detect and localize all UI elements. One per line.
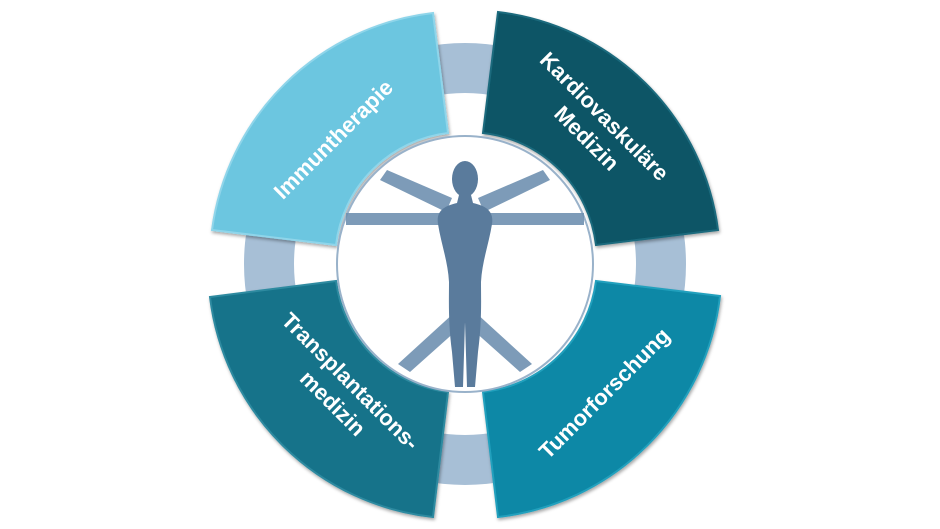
spread-leg-right (464, 312, 532, 372)
segment-transplantation: Transplantations- medizin (208, 279, 450, 519)
segment-immuntherapie: Immuntherapie (210, 11, 450, 247)
human-figure-icon (346, 161, 584, 387)
segment-shape (481, 279, 722, 519)
raised-arm-left (380, 170, 452, 212)
figure-torso (437, 195, 493, 387)
segment-kardiovaskulaere: Kardiovaskuläre Medizin (481, 10, 720, 247)
spread-leg-left (398, 312, 466, 372)
figure-head (452, 161, 478, 197)
segment-shape (208, 279, 450, 519)
segment-shape (210, 11, 450, 247)
segment-shape (481, 10, 720, 247)
raised-arm-right (478, 170, 550, 212)
